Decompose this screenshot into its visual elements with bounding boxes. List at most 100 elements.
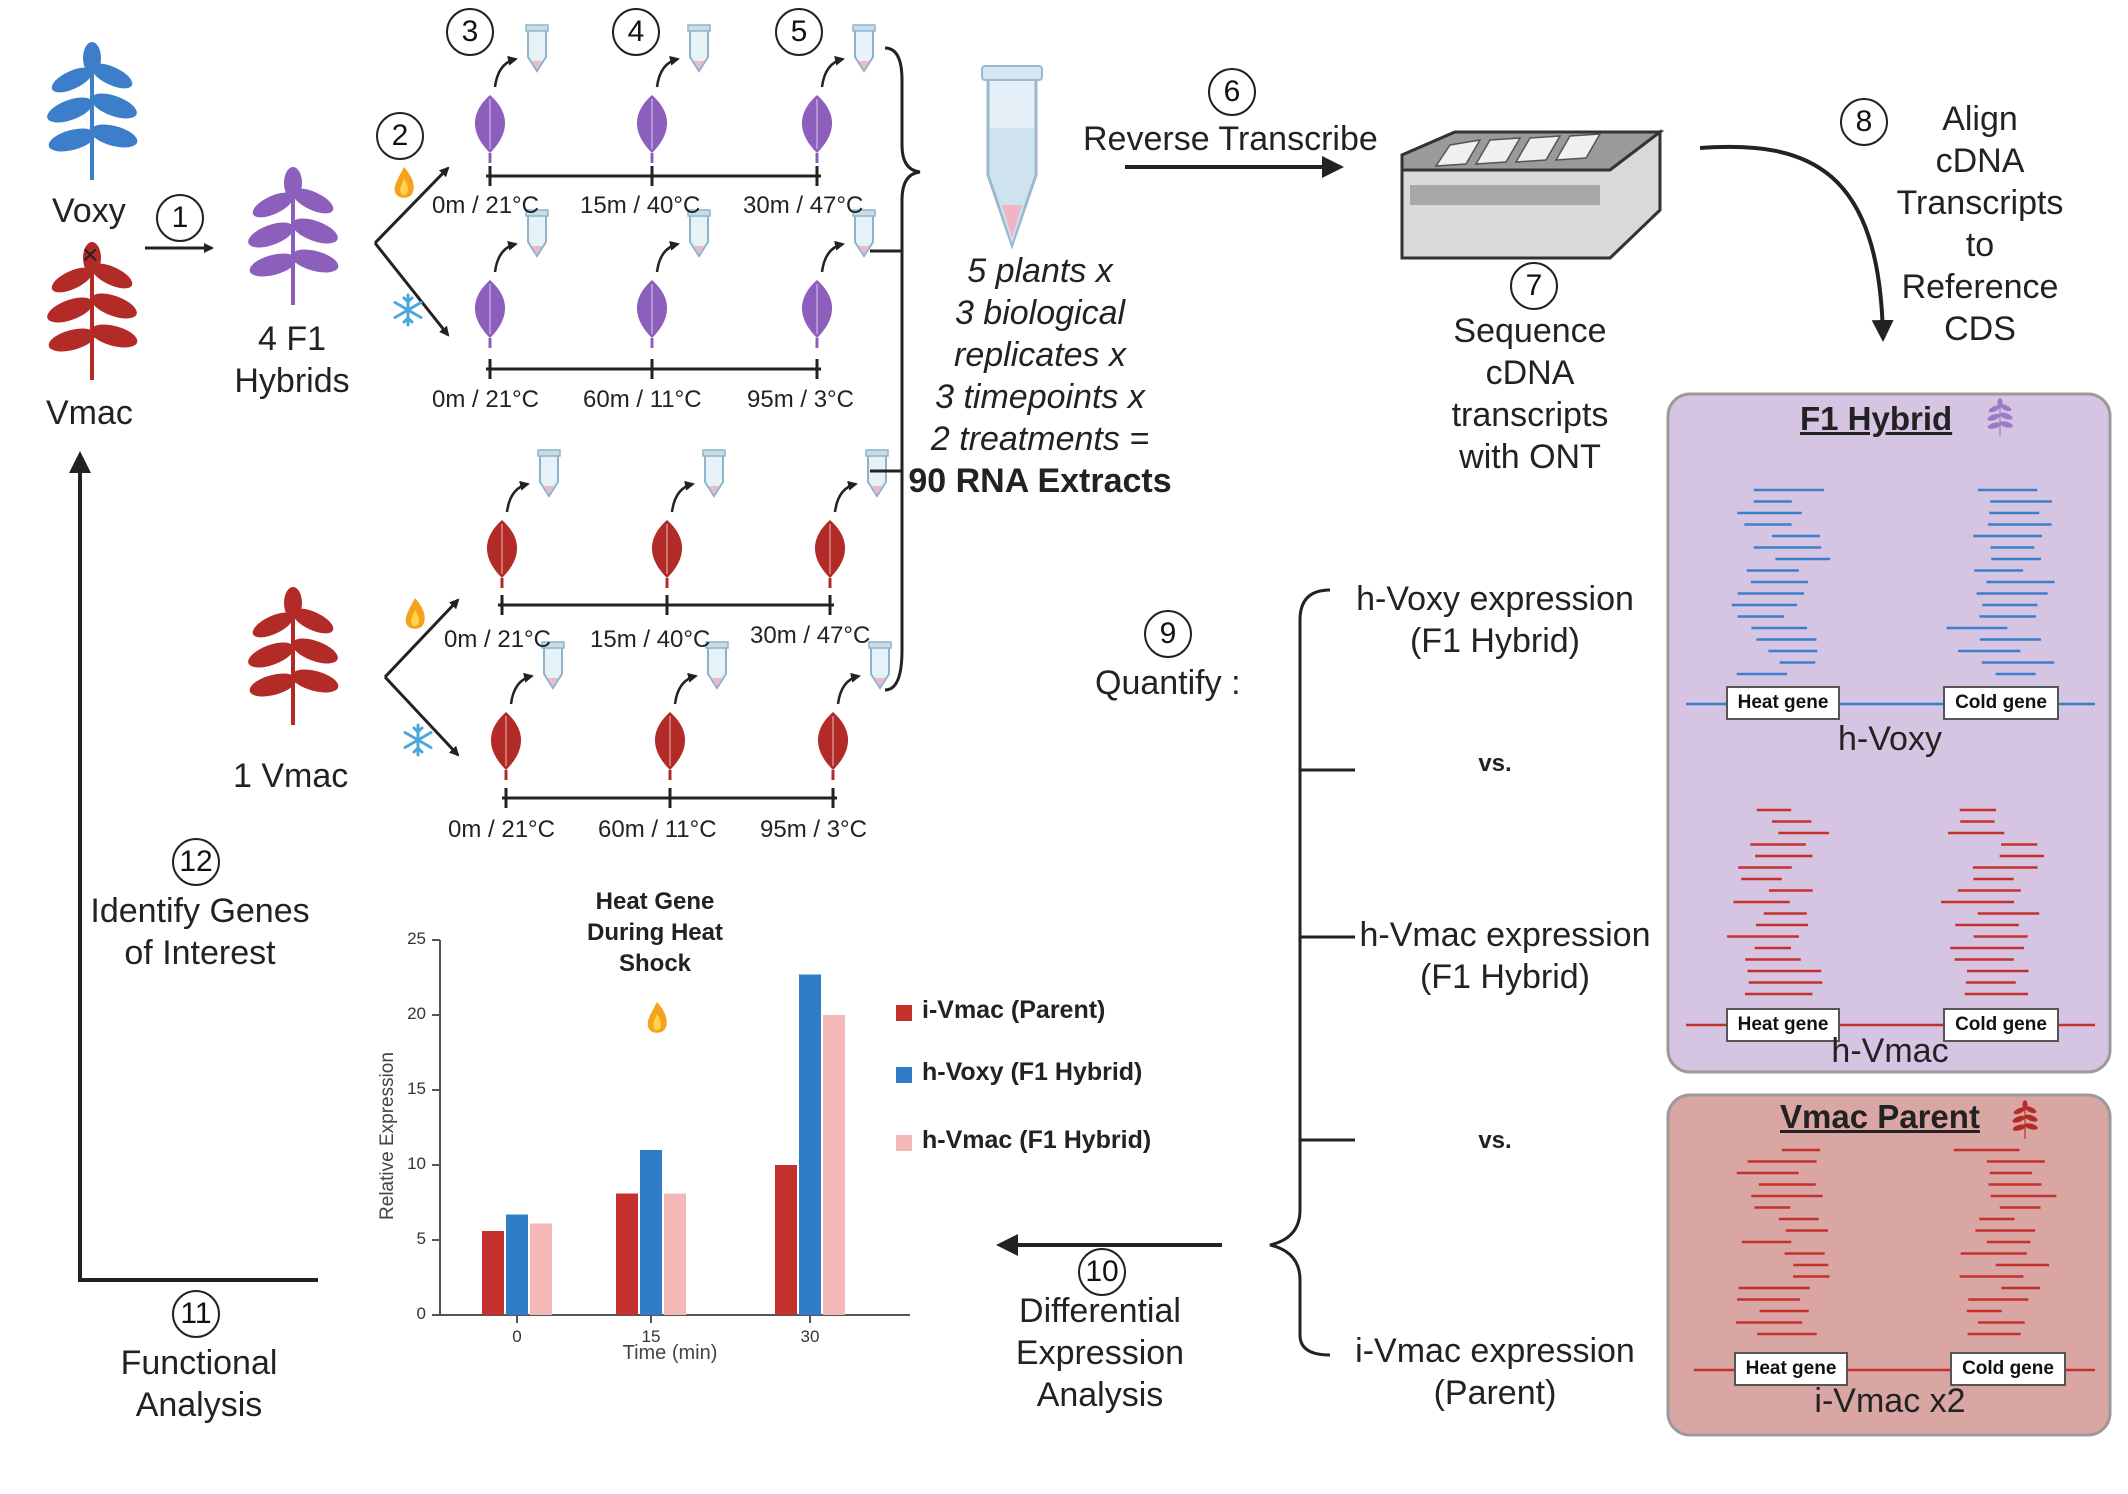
ivmac-expression-sublabel: (Parent) xyxy=(1433,1374,1557,1412)
chart-x-tick-label: 30 xyxy=(800,1327,820,1346)
quantify-stubs xyxy=(1300,768,1355,1142)
chart-title-line: Shock xyxy=(618,950,692,977)
hvoxy-expression-sublabel: (F1 Hybrid) xyxy=(1409,622,1581,660)
brace-stubs xyxy=(870,249,902,473)
heat-gene-box: Heat gene xyxy=(1726,686,1840,720)
sample-arrow xyxy=(670,480,695,513)
extracts-line: 5 plants x xyxy=(967,252,1113,290)
hvoxy-expression-label: h-Voxy expression xyxy=(1356,580,1634,618)
legend-swatch xyxy=(896,1135,912,1151)
sequencing-reads xyxy=(1727,488,2057,1336)
sequencer-icon xyxy=(1400,128,1665,260)
step-1: 1 xyxy=(156,194,204,242)
sample-arrow xyxy=(493,55,518,88)
hybrid-branch-arrows xyxy=(373,166,460,757)
align-arrow xyxy=(1699,144,1894,342)
timeline-rows xyxy=(473,24,892,808)
vmac-count-label: 1 Vmac xyxy=(233,757,349,795)
align-line: to xyxy=(1965,226,1995,264)
timepoint-label: 30m / 47°C xyxy=(750,622,871,649)
legend-item: i-Vmac (Parent) xyxy=(922,996,1106,1024)
chart-title-line: Heat Gene xyxy=(595,888,715,915)
parent-panel-title: Vmac Parent xyxy=(1780,1098,1980,1135)
sequence-line: cDNA xyxy=(1485,354,1575,392)
sample-arrow xyxy=(655,55,680,88)
sequence-line: transcripts xyxy=(1451,396,1609,434)
hvmac-track-label: h-Vmac xyxy=(1831,1032,1949,1070)
chart-bar xyxy=(530,1223,552,1315)
sample-arrow xyxy=(505,480,530,513)
sample-arrow xyxy=(820,240,845,273)
hybrids-label: 4 F1 Hybrids xyxy=(234,320,350,400)
align-line: Reference xyxy=(1901,268,2059,306)
quantify-brace xyxy=(1269,588,1331,1357)
timepoint-label: 30m / 47°C xyxy=(743,192,864,219)
chart-bar xyxy=(664,1193,686,1315)
chart-bar xyxy=(775,1165,797,1315)
identify-line: of Interest xyxy=(124,934,276,972)
chart-x-tick-label: 0 xyxy=(512,1327,522,1346)
extracts-line: 2 treatments = xyxy=(930,420,1150,458)
extracts-line: replicates x xyxy=(954,336,1126,374)
sample-arrow xyxy=(673,672,698,705)
reverse-transcribe-label: Reverse Transcribe xyxy=(1083,120,1378,158)
heat-gene-box: Heat gene xyxy=(1726,1008,1840,1042)
cross-symbol: × xyxy=(82,239,99,270)
chart-bar xyxy=(640,1150,662,1315)
step-12: 12 xyxy=(172,838,220,886)
chart-y-label: Relative Expression xyxy=(377,1052,398,1220)
step-5: 5 xyxy=(775,8,823,56)
sample-arrow xyxy=(836,672,861,705)
step-2: 2 xyxy=(376,112,424,160)
samples-brace xyxy=(884,46,921,692)
heat-gene-box: Heat gene xyxy=(1734,1352,1848,1386)
cold-gene-box: Cold gene xyxy=(1943,686,2059,720)
dea-line: Expression xyxy=(1015,1334,1185,1372)
parent-panel xyxy=(1666,1093,2112,1437)
functional-line: Analysis xyxy=(135,1386,263,1424)
chart-y-tick-label: 5 xyxy=(416,1229,426,1248)
timepoint-label: 0m / 21°C xyxy=(432,192,539,219)
timepoint-label: 60m / 11°C xyxy=(598,816,717,843)
chart-bar xyxy=(482,1231,504,1315)
cold-gene-box: Cold gene xyxy=(1943,1008,2059,1042)
step-11: 11 xyxy=(172,1290,220,1338)
dea-line: Analysis xyxy=(1036,1376,1164,1414)
sample-arrow xyxy=(833,480,858,513)
chart-y-tick-label: 25 xyxy=(407,929,426,948)
chart-y-tick-label: 0 xyxy=(416,1304,426,1323)
legend-item: h-Vmac (F1 Hybrid) xyxy=(922,1126,1152,1154)
step-6: 6 xyxy=(1208,68,1256,116)
step-4: 4 xyxy=(612,8,660,56)
chart-bar xyxy=(823,1015,845,1315)
timepoint-label: 0m / 21°C xyxy=(448,816,555,843)
feedback-loop-arrow xyxy=(69,451,318,1282)
functional-line: Functional xyxy=(120,1344,278,1382)
chart-y-tick-label: 15 xyxy=(407,1079,426,1098)
step-9: 9 xyxy=(1144,610,1192,658)
align-line: Transcripts xyxy=(1896,184,2064,222)
ivmac-expression-label: i-Vmac expression xyxy=(1355,1332,1635,1370)
sequence-line: with ONT xyxy=(1459,438,1601,476)
step-8: 8 xyxy=(1840,98,1888,146)
expression-bar-chart xyxy=(432,939,910,1323)
chart-bar xyxy=(506,1214,528,1315)
hvmac-expression-sublabel: (F1 Hybrid) xyxy=(1419,958,1591,996)
timepoint-label: 60m / 11°C xyxy=(583,386,702,413)
legend-swatch xyxy=(896,1005,912,1021)
cold-gene-box: Cold gene xyxy=(1950,1352,2066,1386)
legend-item: h-Voxy (F1 Hybrid) xyxy=(922,1058,1143,1086)
sample-arrow xyxy=(509,672,534,705)
timepoint-label: 95m / 3°C xyxy=(747,386,854,413)
hvoxy-track-label: h-Voxy xyxy=(1838,720,1942,758)
extracts-line: 3 biological xyxy=(954,294,1126,332)
voxy-label: Voxy xyxy=(52,192,126,230)
sample-arrow xyxy=(820,55,845,88)
identify-line: Identify Genes xyxy=(90,892,310,930)
ivmac-track-label: i-Vmac x2 xyxy=(1814,1382,1966,1420)
timepoint-label: 0m / 21°C xyxy=(444,626,551,653)
vs-label: vs. xyxy=(1478,750,1512,777)
vs-label: vs. xyxy=(1478,1127,1512,1154)
extracts-total: 90 RNA Extracts xyxy=(908,462,1172,500)
timepoint-label: 95m / 3°C xyxy=(760,816,867,843)
